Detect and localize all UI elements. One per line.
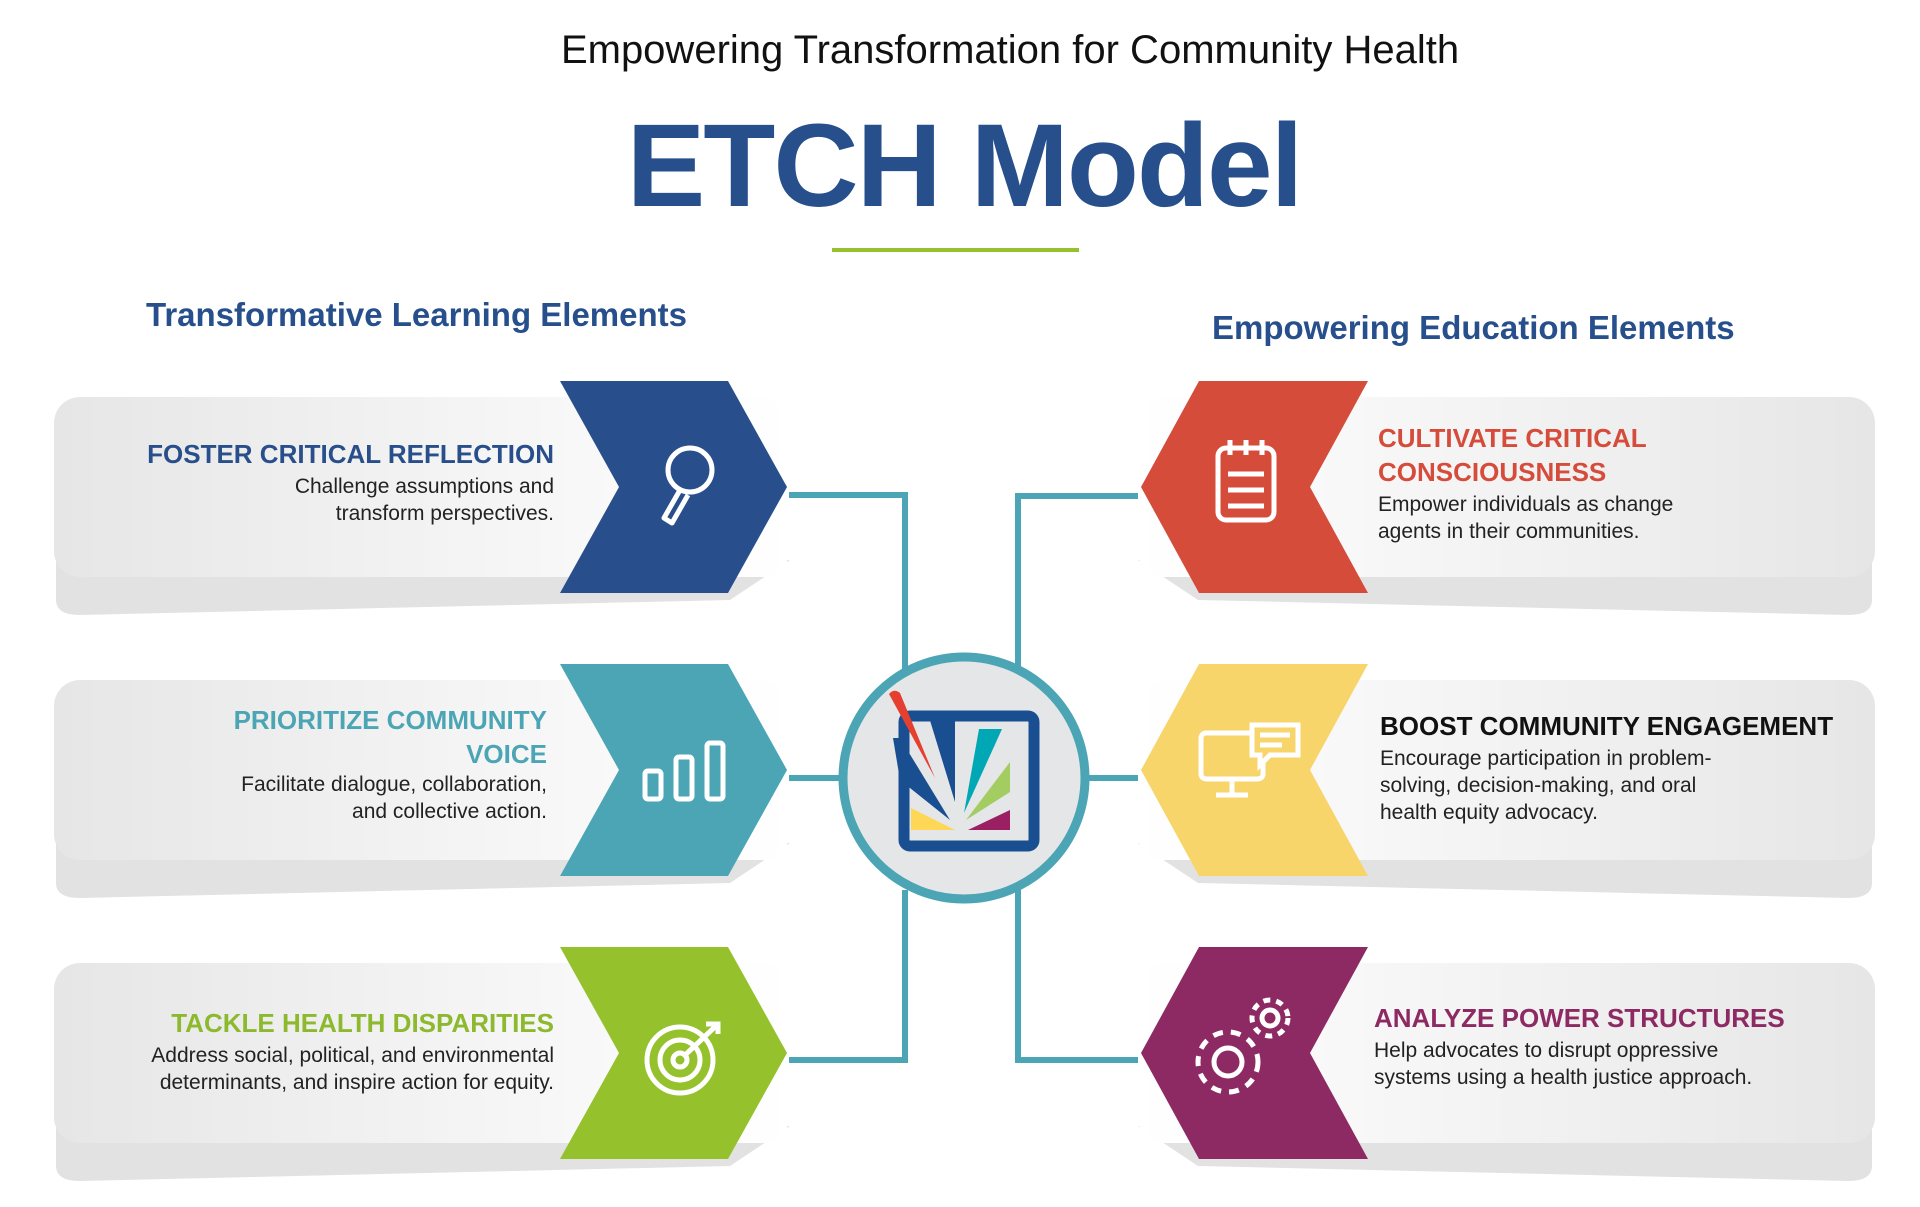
- card-title: BOOST COMMUNITY ENGAGEMENT: [1380, 711, 1834, 741]
- card-body-line: Facilitate dialogue, collaboration,: [241, 773, 547, 796]
- card-body-line: determinants, and inspire action for equ…: [159, 1071, 554, 1094]
- card-body-line: agents in their communities.: [1378, 520, 1640, 543]
- card-body-line: Empower individuals as change: [1378, 493, 1674, 516]
- card-prioritize: PRIORITIZE COMMUNITY VOICE Facilitate di…: [234, 703, 547, 825]
- magnifier-icon: [661, 445, 715, 526]
- card-analyze: ANALYZE POWER STRUCTURES Help advocates …: [1374, 1001, 1785, 1091]
- page-title: ETCH Model: [626, 100, 1304, 232]
- card-body-line: Encourage participation in problem-: [1380, 747, 1712, 770]
- card-body-line: Challenge assumptions and: [294, 475, 554, 498]
- bar-chart-icon: [642, 740, 726, 802]
- gears-icon: [1195, 997, 1291, 1095]
- card-title: TACKLE HEALTH DISPARITIES: [171, 1008, 554, 1038]
- card-body-line: Address social, political, and environme…: [151, 1044, 554, 1067]
- card-body-line: solving, decision-making, and oral: [1380, 774, 1697, 797]
- target-icon: [644, 1021, 721, 1096]
- notepad-icon: [1215, 440, 1277, 523]
- chevron-analyze: [1141, 947, 1368, 1159]
- card-body-line: health equity advocacy.: [1380, 801, 1598, 824]
- card-foster: FOSTER CRITICAL REFLECTION Challenge ass…: [147, 437, 554, 527]
- card-title: CULTIVATE CRITICAL: [1378, 423, 1647, 453]
- etch-logo: [838, 652, 1090, 904]
- chevron-foster: [560, 381, 787, 593]
- chevron-tackle: [560, 947, 787, 1159]
- left-section-heading: Transformative Learning Elements: [146, 296, 688, 333]
- computer-chat-icon: [1198, 722, 1301, 798]
- card-body-line: and collective action.: [352, 800, 547, 823]
- card-body-line: systems using a health justice approach.: [1374, 1066, 1753, 1089]
- connectors: [787, 492, 1141, 1063]
- card-body-line: transform perspectives.: [335, 502, 554, 525]
- card-title: PRIORITIZE COMMUNITY: [233, 705, 547, 735]
- right-section-heading: Empowering Education Elements: [1212, 309, 1735, 346]
- chevron-cultivate: [1141, 381, 1368, 593]
- card-title: FOSTER CRITICAL REFLECTION: [147, 439, 554, 469]
- chevron-boost: [1141, 664, 1368, 876]
- card-title: ANALYZE POWER STRUCTURES: [1374, 1003, 1785, 1033]
- subtitle: Empowering Transformation for Community …: [560, 28, 1460, 72]
- card-body-line: Help advocates to disrupt oppressive: [1374, 1039, 1719, 1062]
- card-tackle: TACKLE HEALTH DISPARITIES Address social…: [151, 1006, 554, 1096]
- card-cultivate: CULTIVATE CRITICAL CONSCIOUSNESS Empower…: [1378, 421, 1673, 545]
- card-title: VOICE: [466, 739, 547, 769]
- chevron-prioritize: [560, 664, 787, 876]
- card-title: CONSCIOUSNESS: [1378, 457, 1607, 487]
- card-boost: BOOST COMMUNITY ENGAGEMENT Encourage par…: [1380, 709, 1833, 826]
